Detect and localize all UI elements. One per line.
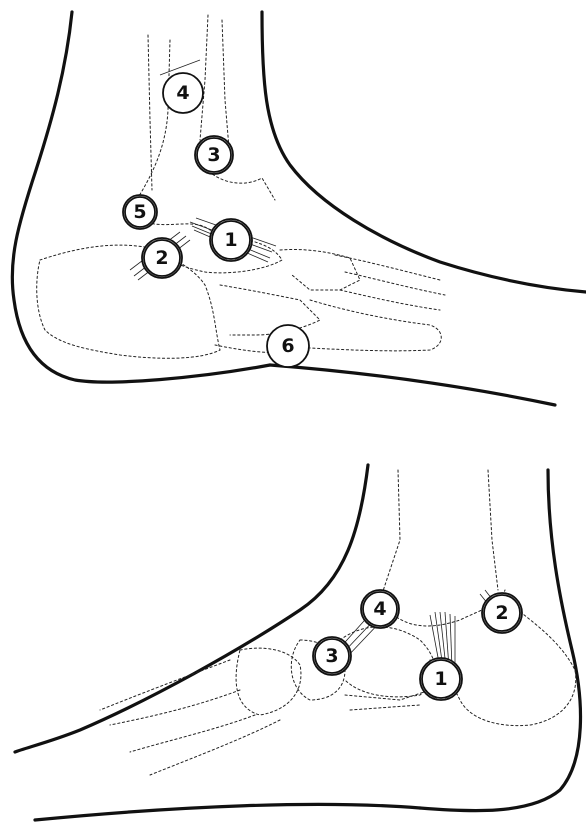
lower-marker-2-label: 2 — [495, 602, 508, 624]
upper-marker-2-label: 2 — [155, 247, 168, 269]
upper-marker-3: 3 — [195, 136, 233, 174]
lower-foot-posterior-outline — [420, 470, 581, 811]
lower-foot-anterior-outline — [15, 465, 368, 752]
upper-marker-4-label: 4 — [176, 82, 189, 104]
upper-foot-sole-outline — [270, 365, 555, 405]
upper-marker-3-label: 3 — [207, 144, 220, 166]
upper-marker-5: 5 — [123, 195, 157, 229]
upper-marker-1-label: 1 — [224, 229, 237, 251]
lower-foot-figure: 4 2 3 1 — [15, 465, 581, 820]
upper-foot-figure: 4 3 5 1 2 6 — [12, 12, 586, 405]
upper-marker-1: 1 — [210, 219, 252, 261]
upper-marker-4: 4 — [163, 73, 203, 113]
upper-marker-6: 6 — [267, 325, 309, 367]
lower-marker-4: 4 — [361, 590, 399, 628]
lower-marker-2: 2 — [482, 593, 522, 633]
upper-marker-5-label: 5 — [133, 201, 146, 223]
lower-marker-4-label: 4 — [373, 598, 386, 620]
lower-marker-1-label: 1 — [434, 668, 447, 690]
lower-foot-sole-outline — [35, 804, 420, 820]
lower-marker-1: 1 — [420, 658, 462, 700]
lower-marker-3-label: 3 — [325, 645, 338, 667]
upper-marker-6-label: 6 — [281, 335, 294, 357]
upper-marker-2: 2 — [142, 238, 182, 278]
upper-foot-bones — [37, 15, 445, 358]
lower-marker-3: 3 — [313, 637, 351, 675]
